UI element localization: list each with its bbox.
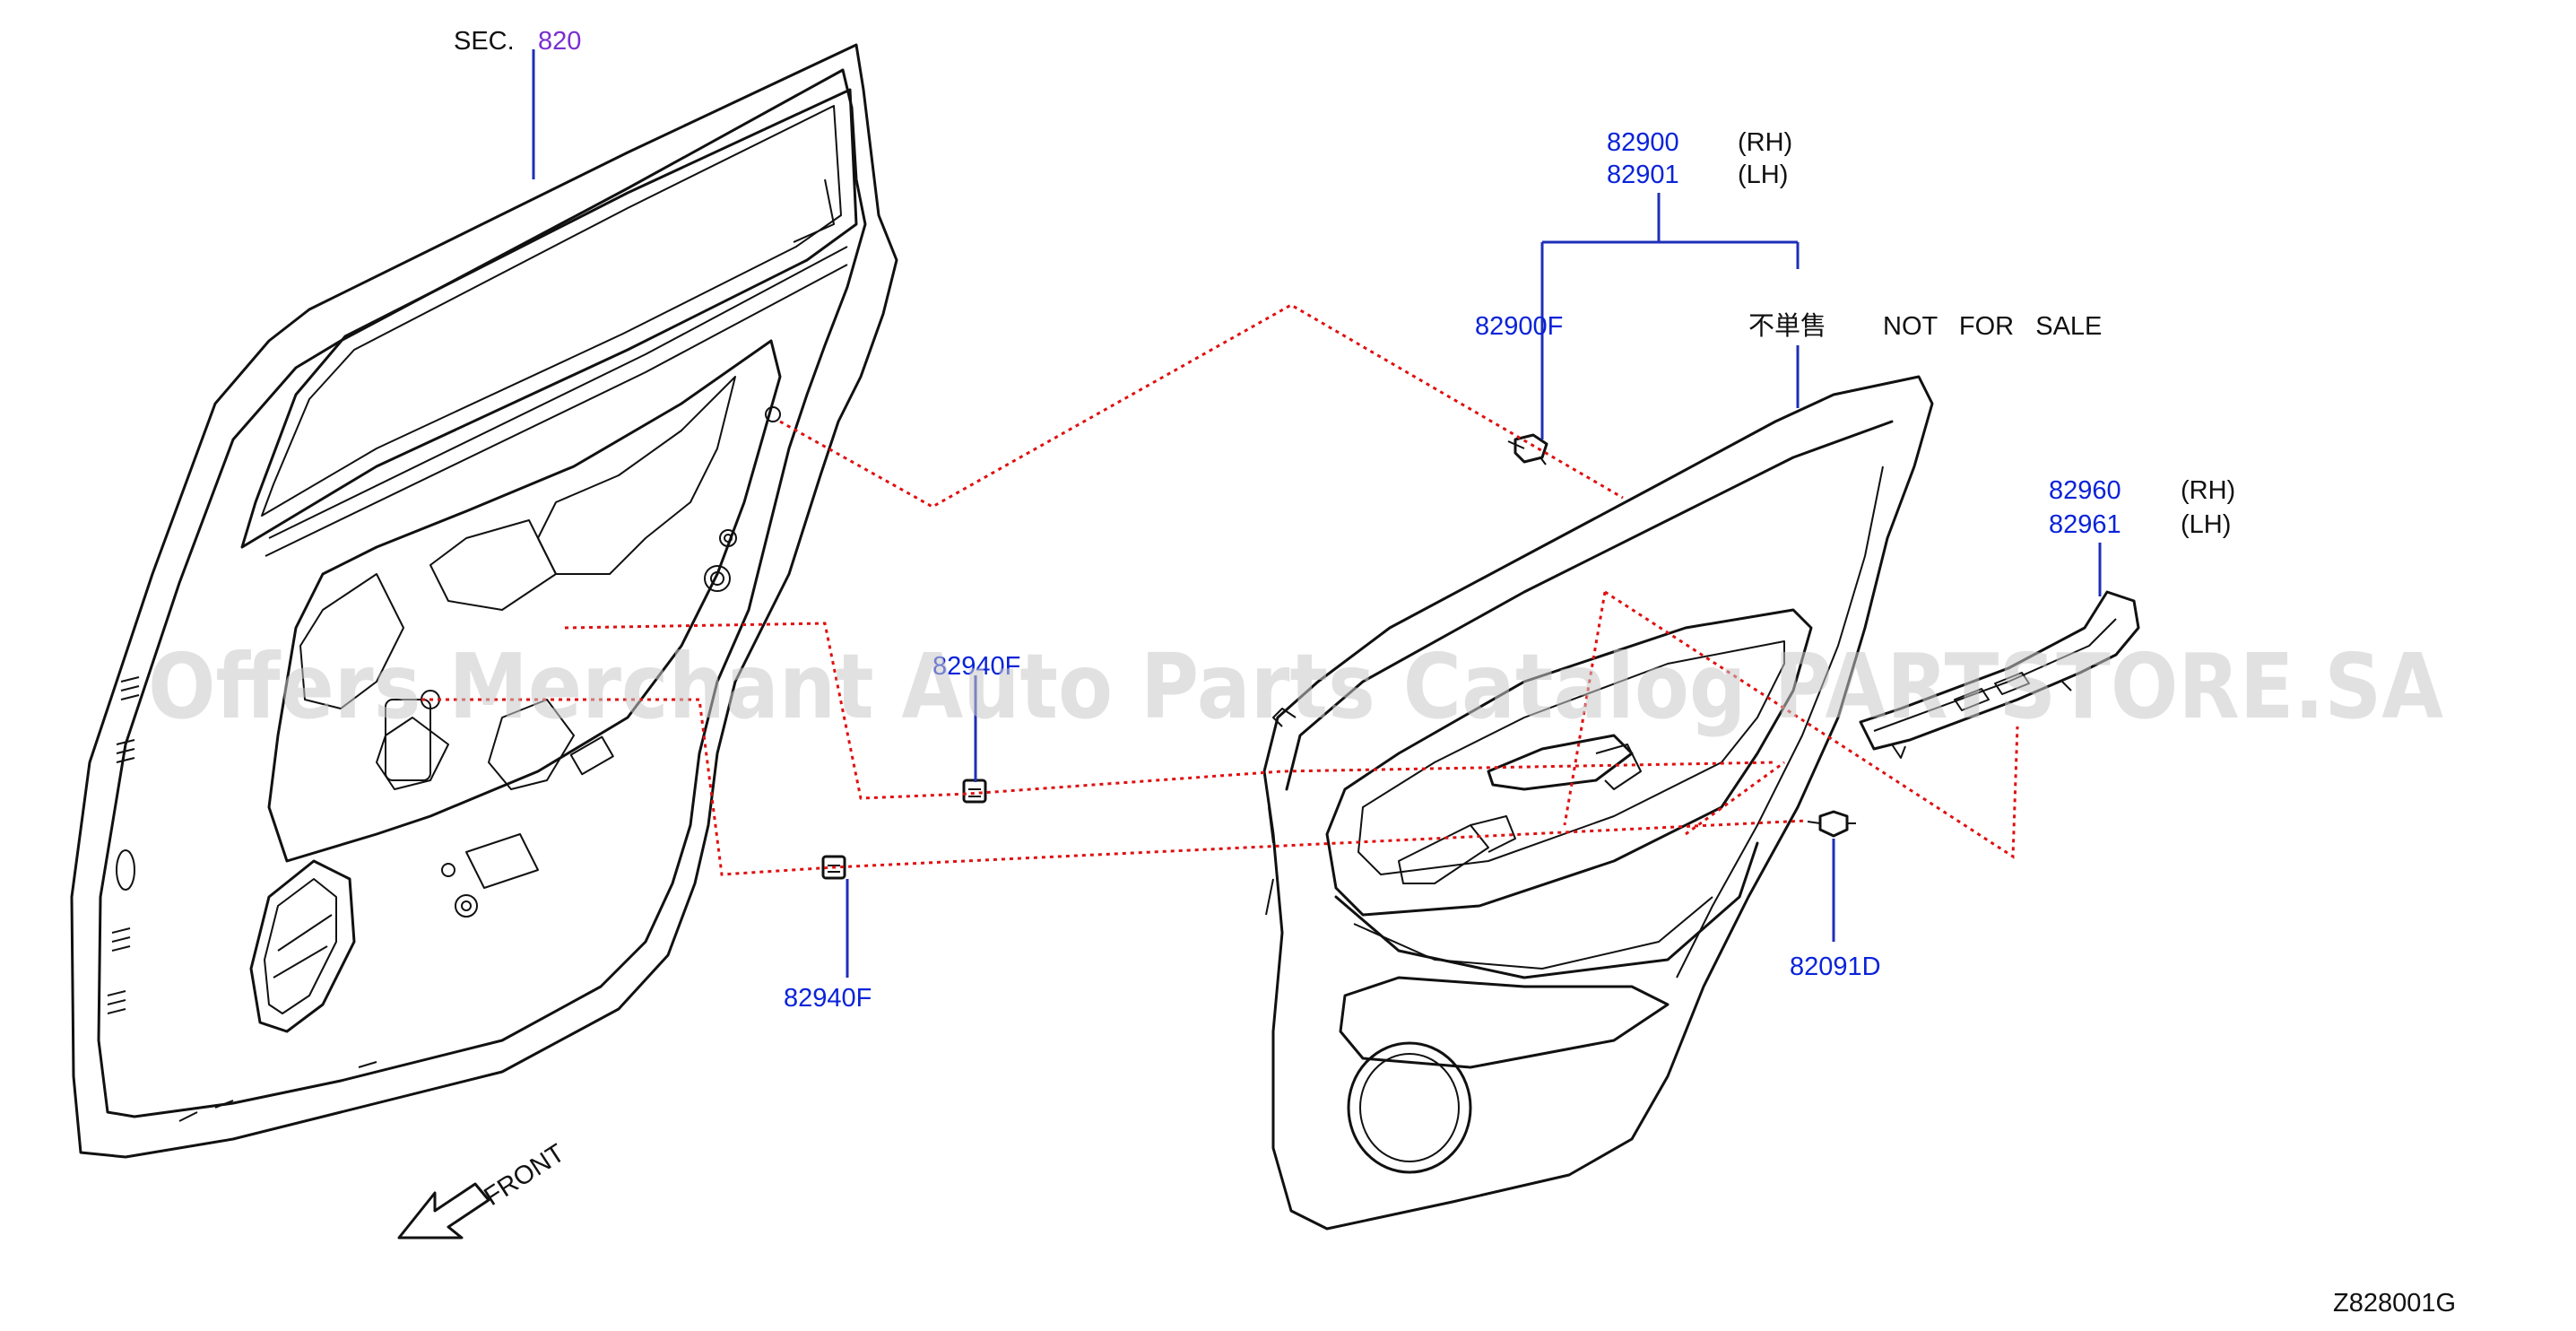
- part-number-82940f-upper[interactable]: 82940F: [932, 652, 1020, 681]
- part-number-82900[interactable]: 82900: [1607, 128, 1679, 157]
- window-switch-finisher: [1859, 590, 2140, 759]
- part-number-82961[interactable]: 82961: [2049, 510, 2121, 539]
- diagram-code: Z828001G: [2333, 1289, 2456, 1318]
- front-arrow: [397, 1182, 490, 1240]
- assembly-lines: [421, 303, 2019, 876]
- part-number-82960[interactable]: 82960: [2049, 476, 2121, 505]
- leader-lines: [532, 49, 2102, 978]
- clip-82900f: [1507, 433, 1548, 465]
- not-for-sale-chinese: 不単售: [1748, 311, 1826, 341]
- section-prefix: SEC.: [454, 27, 515, 56]
- finisher-lh-label: (LH): [2181, 510, 2231, 539]
- finisher-rh-label: (RH): [2181, 476, 2235, 505]
- screw-82091d: [1807, 810, 1856, 838]
- watermark-text: Offers Merchant Auto Parts Catalog PARTS…: [148, 634, 2443, 739]
- rh-label: (RH): [1738, 128, 1792, 157]
- lh-label: (LH): [1738, 161, 1788, 189]
- rear-door-panel: [70, 43, 898, 1159]
- part-number-82940f-lower[interactable]: 82940F: [784, 984, 872, 1013]
- front-label: FRONT: [479, 1138, 569, 1211]
- clip-82940f-upper: [962, 779, 987, 804]
- section-number-link[interactable]: 820: [538, 27, 581, 56]
- part-number-82091d[interactable]: 82091D: [1790, 953, 1881, 981]
- clip-82940f-lower: [821, 855, 846, 880]
- not-for-sale-label: NOT FOR SALE: [1883, 312, 2102, 341]
- door-trim-panel: [1262, 375, 1934, 1231]
- part-number-82901[interactable]: 82901: [1607, 161, 1679, 189]
- part-number-82900f[interactable]: 82900F: [1475, 312, 1563, 341]
